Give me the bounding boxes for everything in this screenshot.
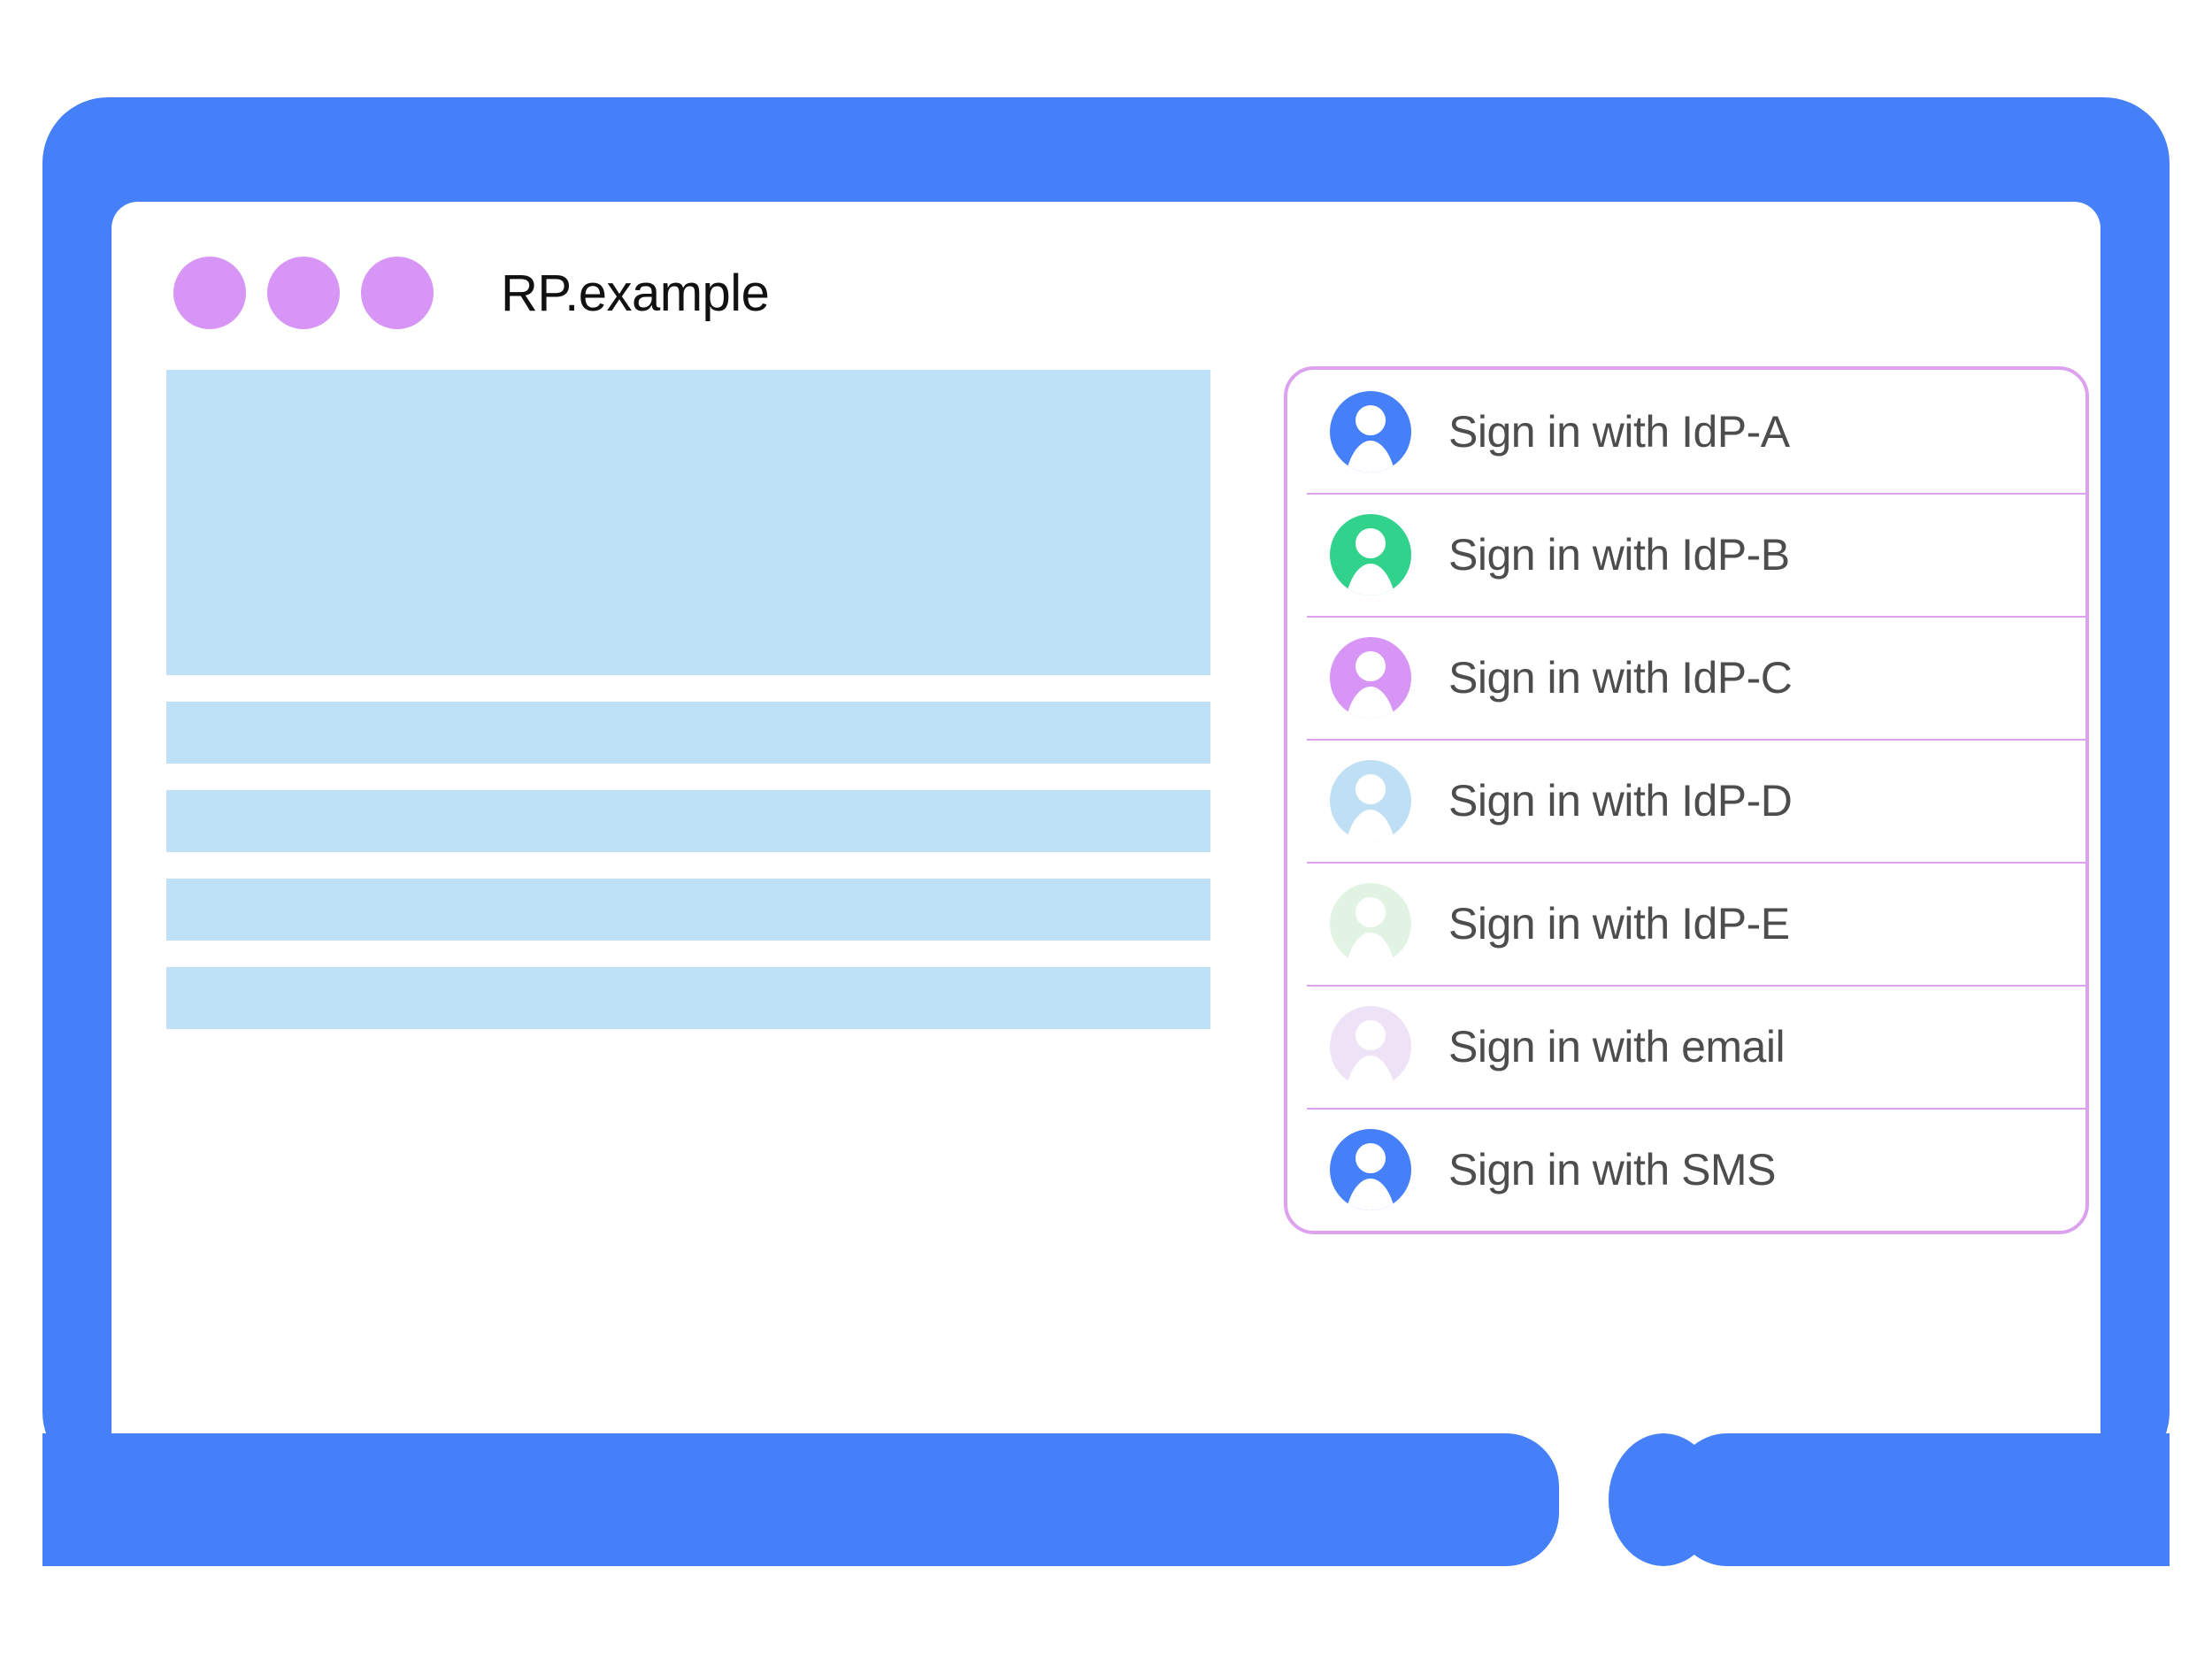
window-dot-2[interactable] — [267, 257, 340, 329]
page-content-placeholders — [166, 370, 1210, 1056]
signin-option-row[interactable]: Sign in with email — [1287, 985, 2085, 1108]
account-avatar-icon — [1330, 1005, 1411, 1087]
signin-option-label: Sign in with IdP-A — [1448, 406, 1790, 457]
signin-option-row[interactable]: Sign in with IdP-E — [1287, 862, 2085, 985]
account-avatar-icon — [1330, 390, 1411, 472]
account-avatar-icon — [1330, 759, 1411, 841]
account-avatar-icon — [1330, 882, 1411, 964]
signin-option-label: Sign in with email — [1448, 1021, 1786, 1071]
signin-option-label: Sign in with IdP-D — [1448, 775, 1793, 826]
text-placeholder-bar-1 — [166, 702, 1210, 764]
hero-placeholder-block — [166, 370, 1210, 675]
browser-header: RP.example — [173, 244, 770, 342]
signin-option-label: Sign in with IdP-C — [1448, 652, 1793, 703]
signin-option-label: Sign in with IdP-E — [1448, 898, 1790, 949]
page-title: RP.example — [501, 264, 770, 322]
signin-option-row[interactable]: Sign in with IdP-D — [1287, 739, 2085, 862]
window-dot-3[interactable] — [361, 257, 434, 329]
account-avatar-icon — [1330, 1128, 1411, 1210]
account-avatar-icon — [1330, 636, 1411, 718]
signin-option-row[interactable]: Sign in with IdP-A — [1287, 370, 2085, 493]
text-placeholder-bar-2 — [166, 790, 1210, 852]
signin-option-label: Sign in with SMS — [1448, 1144, 1776, 1194]
window-dot-1[interactable] — [173, 257, 246, 329]
signin-option-label: Sign in with IdP-B — [1448, 529, 1790, 580]
signin-option-row[interactable]: Sign in with SMS — [1287, 1108, 2085, 1231]
text-placeholder-bar-3 — [166, 879, 1210, 941]
text-placeholder-bar-4 — [166, 967, 1210, 1029]
signin-panel: Sign in with IdP-A Sign in with IdP-B Sign… — [1284, 366, 2089, 1234]
account-avatar-icon — [1330, 513, 1411, 595]
signin-option-row[interactable]: Sign in with IdP-C — [1287, 616, 2085, 739]
signin-option-row[interactable]: Sign in with IdP-B — [1287, 493, 2085, 616]
